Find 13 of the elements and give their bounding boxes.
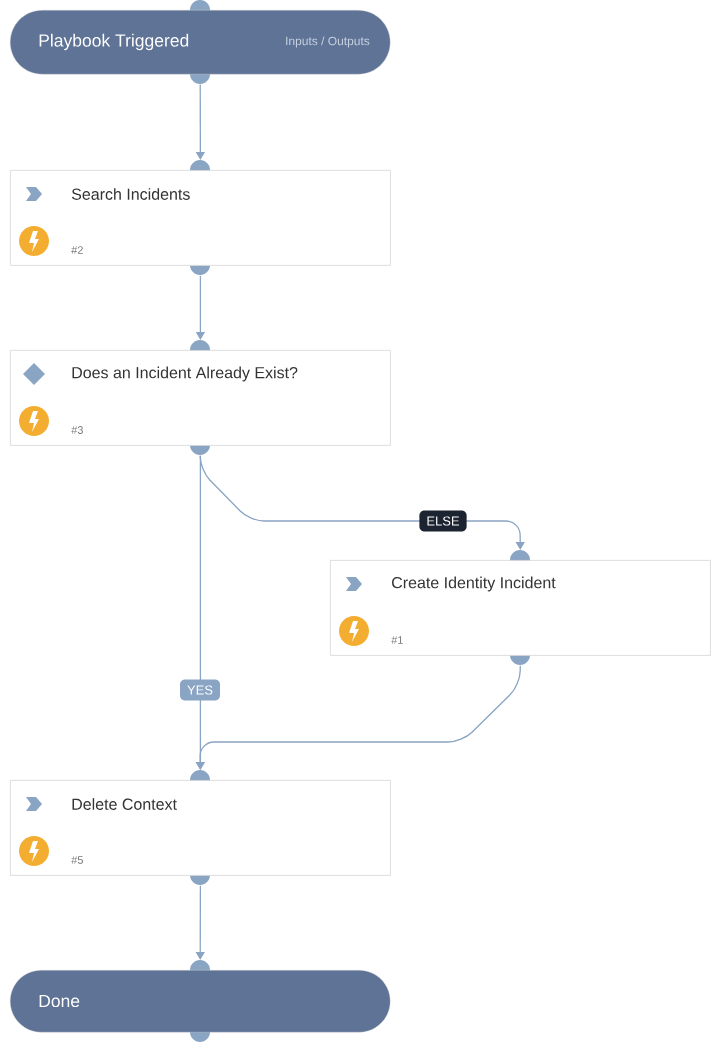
task-number: #1: [391, 636, 403, 644]
terminal-title: Playbook Triggered: [39, 33, 189, 51]
task-title: Delete Context: [72, 798, 177, 810]
task-title: Create Identity Incident: [392, 576, 556, 592]
edge-label: YES: [180, 679, 220, 701]
task-title: Does an Incident Already Exist?: [72, 366, 298, 382]
edge-label: ELSE: [419, 510, 467, 532]
task-number: #3: [71, 426, 83, 434]
terminal-title: Done: [39, 994, 80, 1008]
task-title: Search Incidents: [71, 188, 190, 200]
task-number: #5: [71, 856, 83, 864]
io-link: Inputs / Outputs: [286, 36, 370, 48]
task-number: #2: [71, 246, 83, 254]
